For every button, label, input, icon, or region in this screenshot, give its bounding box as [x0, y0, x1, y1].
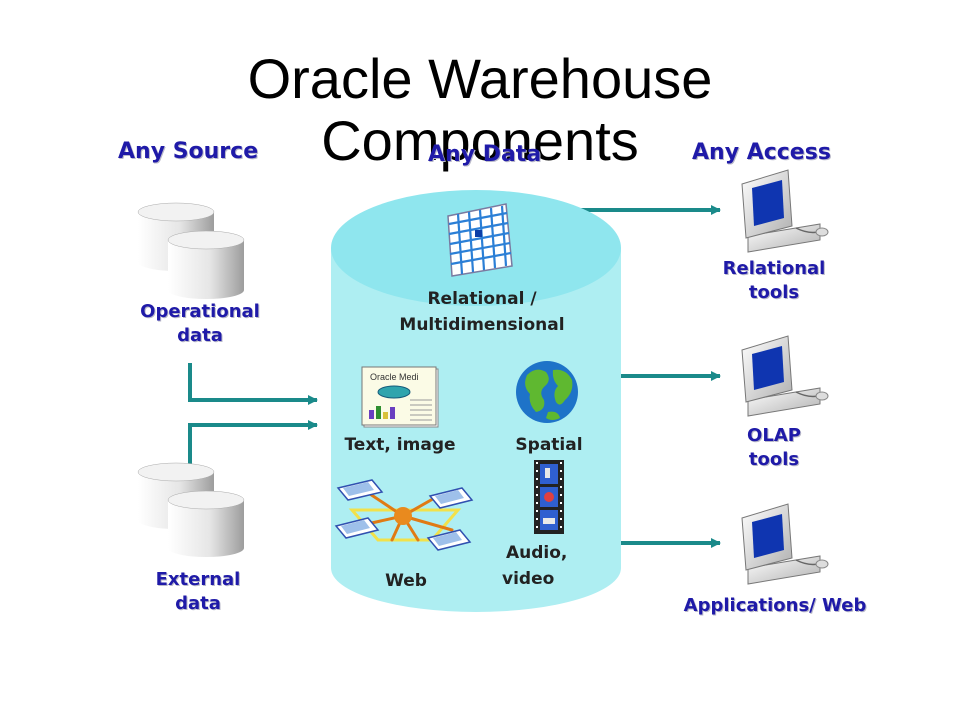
computer-icon-relational: [741, 169, 829, 253]
page-title-line-1: Oracle Warehouse: [247, 47, 713, 110]
label-operational-data: Operational data: [140, 301, 260, 346]
relational-grid-icon: [447, 203, 513, 277]
label-applications-web: Applications/ Web: [683, 595, 867, 616]
arrow-external-to-warehouse: [188, 420, 318, 465]
arrow-operational-to-warehouse: [188, 363, 318, 405]
operational-data-icon: [137, 202, 245, 299]
spatial-globe-icon: [516, 361, 578, 423]
page-title-line-2: Components: [321, 109, 639, 172]
text-image-doc-icon: Oracle Medi: [361, 366, 439, 428]
label-audio-video: Audio, video: [502, 543, 568, 589]
label-text-image: Text, image: [344, 435, 456, 455]
label-spatial: Spatial: [515, 435, 583, 455]
computer-icon-applications: [741, 503, 829, 585]
label-web: Web: [385, 571, 427, 591]
label-relational-tools: Relational tools: [722, 258, 826, 303]
computer-icon-olap: [741, 335, 829, 417]
page-title: Oracle Warehouse Components: [0, 48, 960, 172]
web-network-icon: [334, 479, 474, 551]
heading-any-access: Any Access: [692, 140, 831, 165]
external-data-icon: [137, 462, 245, 557]
label-olap-tools: OLAP tools: [747, 425, 801, 470]
audio-video-film-icon: [534, 460, 564, 534]
label-relational-multidimensional: Relational / Multidimensional: [399, 289, 565, 335]
heading-any-data: Any Data: [428, 142, 542, 167]
heading-any-source: Any Source: [118, 139, 259, 164]
label-external-data: External data: [155, 569, 241, 614]
text-image-doc-title: Oracle Medi: [370, 372, 419, 382]
